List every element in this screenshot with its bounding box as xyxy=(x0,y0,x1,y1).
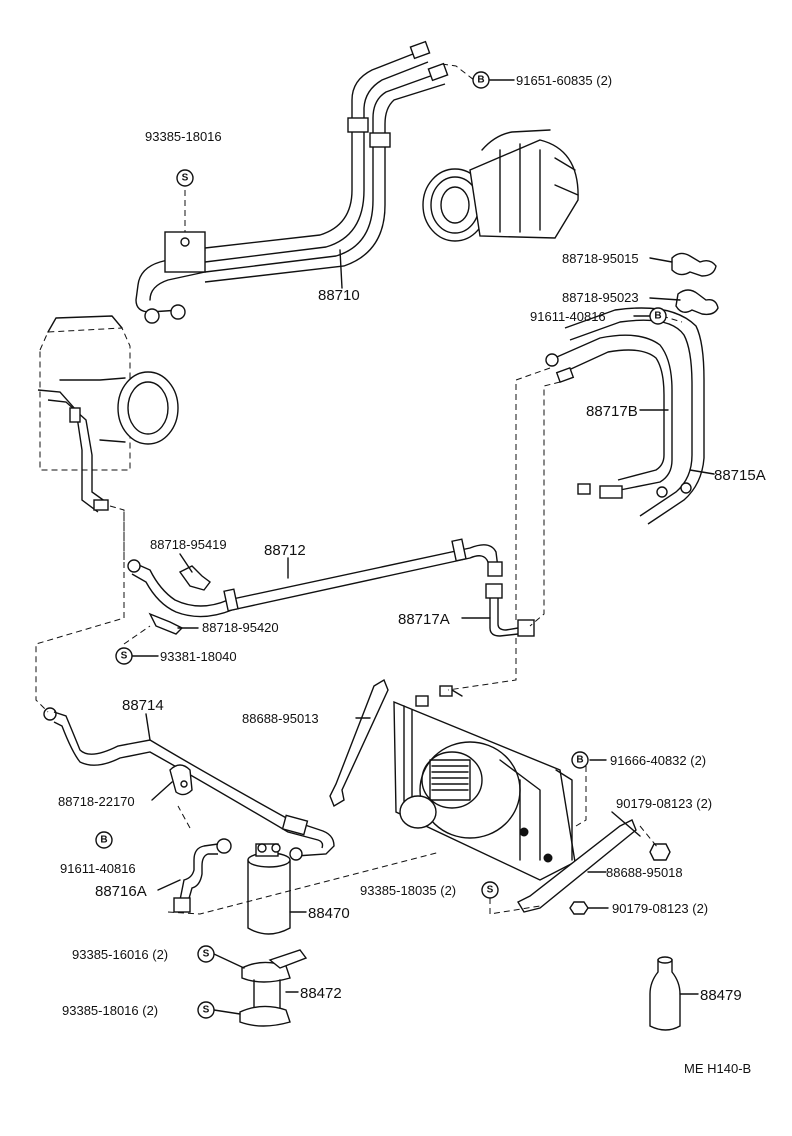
tube-88717B xyxy=(549,334,673,491)
bracket-88718-95420 xyxy=(148,612,184,635)
label-88472: 88472 xyxy=(300,985,342,1002)
label-88479: 88479 xyxy=(700,987,742,1004)
oil-bottle-88479 xyxy=(649,956,681,1031)
reference-code: ME H140-B xyxy=(684,1061,751,1076)
label-88717B: 88717B xyxy=(586,403,638,420)
label-88470: 88470 xyxy=(308,905,350,922)
label-88712: 88712 xyxy=(264,542,306,559)
symbol-screw-93385-18016-bot: S xyxy=(197,1001,215,1019)
svg-text:B: B xyxy=(576,755,583,766)
bracket-88688-95018 xyxy=(517,819,637,913)
label-88718-95419: 88718-95419 xyxy=(150,537,227,552)
label-88688-95018: 88688-95018 xyxy=(606,865,683,880)
svg-text:S: S xyxy=(182,173,189,184)
label-88714: 88714 xyxy=(122,697,164,714)
condenser-fan-assembly xyxy=(393,685,576,881)
clamp-88718-95023 xyxy=(675,289,719,316)
label-90179-08123-a: 90179-08123 (2) xyxy=(616,796,712,811)
label-88718-95023: 88718-95023 xyxy=(562,290,639,305)
label-88717A: 88717A xyxy=(398,611,450,628)
clamp-88718-95419 xyxy=(178,565,211,591)
svg-text:B: B xyxy=(477,75,484,86)
svg-text:S: S xyxy=(487,885,494,896)
label-93385-18016-top: 93385-18016 xyxy=(145,129,222,144)
tube-88716A xyxy=(173,838,232,913)
symbol-screw-93385-top: S xyxy=(176,169,194,187)
label-88688-95013: 88688-95013 xyxy=(242,711,319,726)
evaporator-unit-illustration xyxy=(37,315,179,513)
clamp-88718-22170 xyxy=(169,764,193,796)
tube-88717A xyxy=(485,561,535,637)
svg-text:B: B xyxy=(654,311,661,322)
label-91651-60835: 91651-60835 (2) xyxy=(516,73,612,88)
label-88715A: 88715A xyxy=(714,467,766,484)
svg-text:S: S xyxy=(121,651,128,662)
label-93381-18040: 93381-18040 xyxy=(160,649,237,664)
label-90179-08123-b: 90179-08123 (2) xyxy=(612,901,708,916)
label-91666-40832: 91666-40832 (2) xyxy=(610,753,706,768)
leader-lines xyxy=(131,79,715,1015)
part-labels: 91651-60835 (2) 93385-18016 88710 88718-… xyxy=(58,73,766,1076)
hose-88712 xyxy=(127,538,499,618)
symbol-bolt-91651: B xyxy=(472,71,490,89)
symbol-bolt-91666: B xyxy=(571,751,589,769)
clamp-88718-95015 xyxy=(671,252,717,277)
label-88718-95420: 88718-95420 xyxy=(202,620,279,635)
label-91611-40816-top: 91611-40816 xyxy=(530,309,606,324)
symbol-screw-93385-16016: S xyxy=(197,945,215,963)
label-93385-18035: 93385-18035 (2) xyxy=(360,883,456,898)
label-88716A: 88716A xyxy=(95,883,147,900)
hose-88714 xyxy=(43,707,335,861)
bracket-88472 xyxy=(239,949,308,1027)
svg-text:B: B xyxy=(100,835,107,846)
label-93385-18016-bot: 93385-18016 (2) xyxy=(62,1003,158,1018)
hose-assembly-88710 xyxy=(135,40,449,324)
connection-lines xyxy=(35,63,683,915)
label-88718-95015: 88718-95015 xyxy=(562,251,639,266)
symbol-screw-93381: S xyxy=(115,647,133,665)
symbol-bolt-91611-bot: B xyxy=(95,831,113,849)
svg-text:S: S xyxy=(203,1005,210,1016)
label-93385-16016: 93385-16016 (2) xyxy=(72,947,168,962)
receiver-drier-88470 xyxy=(247,843,291,935)
label-88710: 88710 xyxy=(318,287,360,304)
nut-90179-b xyxy=(569,901,589,915)
label-88718-22170: 88718-22170 xyxy=(58,794,135,809)
label-91611-40816-bot: 91611-40816 xyxy=(60,861,136,876)
svg-text:S: S xyxy=(203,949,210,960)
symbol-bolt-91611-top: B xyxy=(649,307,667,325)
compressor-illustration xyxy=(422,129,579,242)
nut-90179-a xyxy=(649,843,671,861)
symbol-screw-93385-18035: S xyxy=(481,881,499,899)
bracket-88688-95013 xyxy=(329,678,389,808)
